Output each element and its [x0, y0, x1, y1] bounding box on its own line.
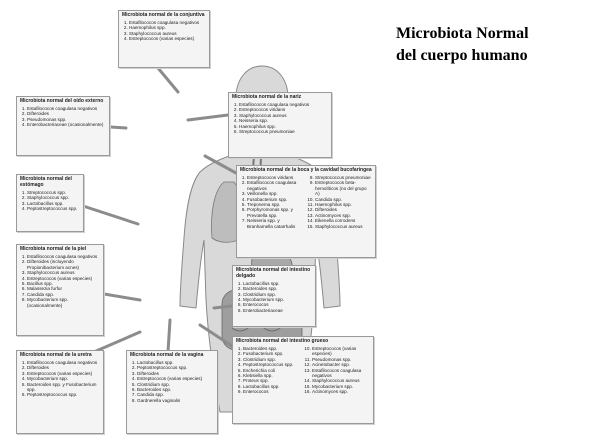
list-item: Actinomyces spp. — [312, 389, 370, 394]
box-title: Microbiota normal de la uretra — [20, 353, 100, 359]
list-item: Porphyromonas spp. y Prevotella spp. — [247, 207, 304, 218]
list-item: Estreptococos (varias especies) — [312, 346, 370, 357]
arrow-vagina — [168, 320, 170, 352]
box-vagina: Microbiota normal de la vagina Lactobaci… — [126, 350, 218, 434]
list-item: Difteroides (incluyendo Propionibacteriu… — [27, 259, 100, 270]
list-item: Neisseria spp. y Branhamella catarrhalis — [247, 218, 304, 229]
list-item: Gardnerella vaginalis — [137, 398, 214, 403]
list-item: Estafilococos coagulasa negativos — [247, 180, 304, 191]
box-title: Microbiota normal de la boca y la cavida… — [240, 168, 372, 174]
box-intestino-grueso: Microbiota normal del intestino grueso B… — [232, 336, 374, 424]
box-boca: Microbiota normal de la boca y la cavida… — [236, 165, 376, 258]
box-title: Microbiota normal del intestino grueso — [236, 339, 370, 345]
box-intestino-delgado: Microbiota normal del intestino delgado … — [232, 265, 316, 327]
list-item: Peptostreptococcus spp. — [27, 206, 80, 211]
list-item: Enterococos — [243, 389, 301, 394]
list-item: Bacteroides spp. y Fusobacterium spp. — [27, 382, 100, 393]
arrow-delgado — [214, 306, 232, 308]
list-item: Estafilococos coagulasa negativos — [312, 368, 370, 379]
box-title: Microbiota normal del estómago — [20, 177, 80, 189]
list-item: Estreptococos (varias especies) — [129, 36, 206, 41]
list-item: Peptostreptococcus spp. — [27, 392, 100, 397]
arrow-nariz — [188, 115, 228, 120]
title-line-1: Microbiota Normal — [396, 23, 592, 45]
list-item: Staphylococcus aureus — [315, 224, 372, 229]
title-line-2: del cuerpo humano — [396, 45, 592, 67]
list-item: Enterobacteriaceae (ocasionalmente) — [27, 122, 106, 127]
box-oido: Microbiota normal del oído externo Estaf… — [16, 96, 110, 156]
slide-title: Microbiota Normal del cuerpo humano — [396, 23, 592, 67]
arrow-estomago — [80, 205, 138, 224]
list-item: Estreptococos beta-hemolíticos (no del g… — [315, 180, 372, 196]
box-title: Microbiota normal de la vagina — [130, 353, 214, 359]
arrow-conjuntiva — [158, 68, 178, 92]
box-piel: Microbiota normal de la piel Estafilococ… — [16, 244, 104, 336]
box-title: Microbiota normal del oído externo — [20, 99, 106, 105]
box-estomago: Microbiota normal del estómago Streptoco… — [16, 174, 84, 232]
list-item: Enterobacteriaceae — [243, 308, 312, 313]
box-uretra: Microbiota normal de la uretra Estafiloc… — [16, 350, 104, 434]
box-title: Microbiota normal de la conjuntiva — [122, 13, 206, 19]
box-nariz: Microbiota normal de la nariz Estafiloco… — [228, 92, 332, 158]
list-item: Mycobacterium spp. (ocasionalmente) — [27, 297, 100, 308]
list-item: Peptostreptococcus spp. — [243, 362, 301, 367]
box-title: Microbiota normal de la nariz — [232, 95, 328, 101]
box-title: Microbiota normal de la piel — [20, 247, 100, 253]
box-conjuntiva: Microbiota normal de la conjuntiva Estaf… — [118, 10, 210, 68]
box-title: Microbiota normal del intestino delgado — [236, 268, 312, 280]
list-item: Streptococcus pneumoniae — [239, 129, 328, 134]
